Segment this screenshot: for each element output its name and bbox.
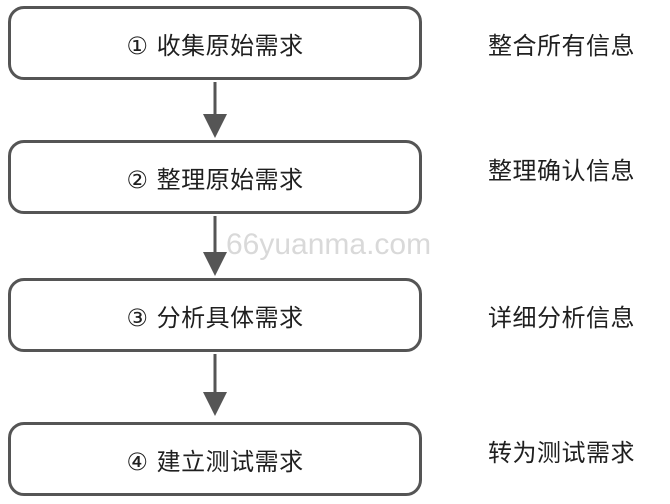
watermark-text: 66yuanma.com	[226, 228, 432, 261]
step-note-1: 整合所有信息	[488, 31, 635, 60]
step-label-1: ① 收集原始需求	[126, 31, 304, 60]
step-label-3: ③ 分析具体需求	[126, 303, 304, 332]
step-box-3: ③ 分析具体需求	[8, 278, 422, 352]
step-note-2: 整理确认信息	[488, 156, 635, 185]
step-note-3: 详细分析信息	[488, 303, 635, 332]
step-box-4: ④ 建立测试需求	[8, 422, 422, 496]
step-box-2: ② 整理原始需求	[8, 140, 422, 214]
step-label-4: ④ 建立测试需求	[126, 447, 304, 476]
step-note-4: 转为测试需求	[488, 438, 635, 467]
step-label-2: ② 整理原始需求	[126, 165, 304, 194]
step-box-1: ① 收集原始需求	[8, 6, 422, 80]
